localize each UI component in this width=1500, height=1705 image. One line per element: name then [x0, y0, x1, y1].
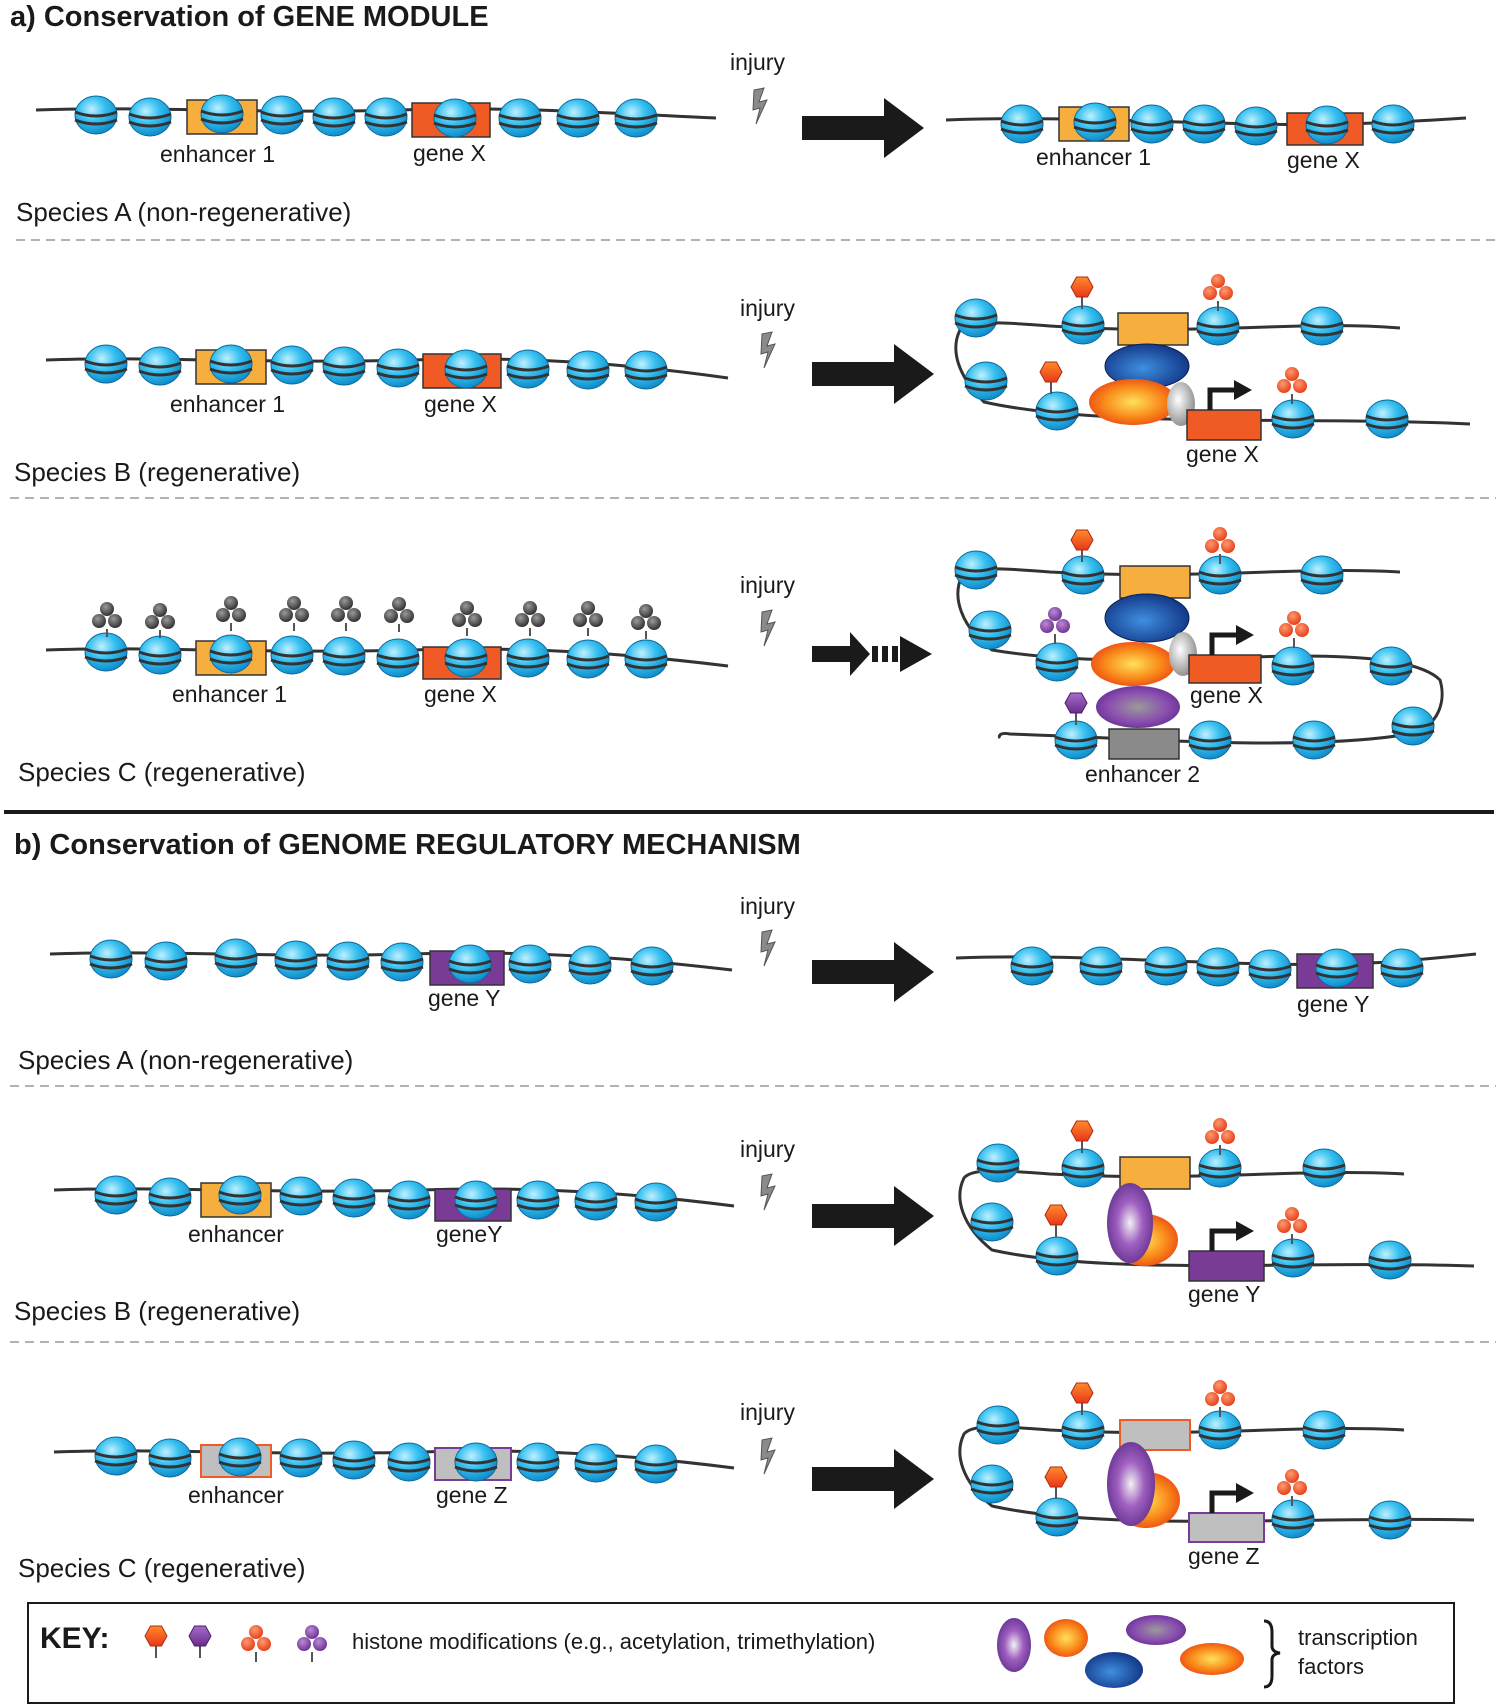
a-row2-left-chromatin: [45, 343, 729, 391]
a-row1-right-chromatin: [945, 101, 1467, 147]
a3-injury-label: injury: [740, 572, 795, 598]
lightning-icon: [752, 87, 768, 125]
key-transcription-factors: [997, 1615, 1244, 1688]
b2-gene-label: geneY: [436, 1221, 503, 1247]
a3-enhancer2-label: enhancer 2: [1085, 761, 1200, 787]
a1-gene-label: gene X: [413, 140, 486, 166]
b-row1-left-chromatin: [49, 937, 733, 987]
a-row1-left-chromatin: [35, 93, 717, 139]
lightning-icon: [760, 1173, 776, 1211]
b-row1-right-chromatin: [955, 945, 1477, 990]
b2-enhancer-label: enhancer: [188, 1221, 284, 1247]
b-row3-right-looped-chromatin: [958, 1379, 1475, 1543]
arrow-right-icon: [802, 98, 924, 158]
lightning-icon: [760, 331, 776, 369]
b1-gene-label: gene Y: [428, 985, 500, 1011]
a-row3-left-chromatin: [45, 595, 729, 680]
b1-species-label: Species A (non-regenerative): [18, 1045, 353, 1075]
a1-species-label: Species A (non-regenerative): [16, 197, 351, 227]
b1-right-gene-label: gene Y: [1297, 991, 1369, 1017]
key-tf-text-1: transcription: [1298, 1625, 1418, 1650]
a1-enhancer-label: enhancer 1: [160, 141, 275, 167]
purple-tf-icon: [997, 1618, 1031, 1672]
a-row3-right-looped-chromatin: [953, 526, 1444, 761]
a2-right-gene-label: gene X: [1186, 441, 1259, 467]
key-histone-text: histone modifications (e.g., acetylation…: [352, 1629, 875, 1654]
a3-gene-label: gene X: [424, 681, 497, 707]
b1-injury-label: injury: [740, 893, 795, 919]
a3-right-gene-label: gene X: [1190, 682, 1263, 708]
b3-species-label: Species C (regenerative): [18, 1553, 306, 1583]
b2-species-label: Species B (regenerative): [14, 1296, 300, 1326]
b2-injury-label: injury: [740, 1136, 795, 1162]
key-tf-text-2: factors: [1298, 1654, 1364, 1679]
transcription-arrow-icon: [1212, 625, 1254, 655]
b3-injury-label: injury: [740, 1399, 795, 1425]
a3-enhancer-label: enhancer 1: [172, 681, 287, 707]
orange-round-tf-icon: [1044, 1619, 1088, 1657]
transcription-arrow-icon: [1210, 380, 1252, 410]
dashed-arrow-icon: [812, 632, 932, 676]
arrow-right-icon: [812, 1186, 934, 1246]
key-title: KEY:: [40, 1622, 109, 1655]
a3-species-label: Species C (regenerative): [18, 757, 306, 787]
b3-gene-label: gene Z: [436, 1482, 508, 1508]
a-row2-right-looped-chromatin: [953, 273, 1471, 441]
blue-tf-icon: [1085, 1652, 1143, 1688]
arrow-right-icon: [812, 344, 934, 404]
section-b-title: b) Conservation of GENOME REGULATORY MEC…: [14, 829, 801, 861]
b-row2-left-chromatin: [53, 1174, 735, 1223]
arrow-right-icon: [812, 942, 934, 1002]
lightning-icon: [760, 929, 776, 967]
b3-right-gene-label: gene Z: [1188, 1543, 1260, 1569]
lightning-icon: [760, 609, 776, 647]
b3-enhancer-label: enhancer: [188, 1482, 284, 1508]
purple-gray-tf-icon: [1126, 1615, 1186, 1645]
b2-right-gene-label: gene Y: [1188, 1281, 1260, 1307]
lightning-icon: [760, 1437, 776, 1475]
a1-right-gene-label: gene X: [1287, 147, 1360, 173]
a2-injury-label: injury: [740, 295, 795, 321]
transcription-arrow-icon: [1212, 1221, 1254, 1251]
arrow-right-icon: [812, 1449, 934, 1509]
key-brace: [1263, 1619, 1281, 1689]
orange-oval-tf-icon: [1180, 1643, 1244, 1675]
section-a-title: a) Conservation of GENE MODULE: [10, 1, 489, 33]
a2-enhancer-label: enhancer 1: [170, 391, 285, 417]
b-row2-right-looped-chromatin: [958, 1117, 1475, 1282]
transcription-arrow-icon: [1212, 1483, 1254, 1513]
a1-injury-label: injury: [730, 49, 785, 75]
a2-gene-label: gene X: [424, 391, 497, 417]
a2-species-label: Species B (regenerative): [14, 457, 300, 487]
a1-right-enhancer-label: enhancer 1: [1036, 144, 1151, 170]
b-row3-left-chromatin: [53, 1435, 735, 1485]
